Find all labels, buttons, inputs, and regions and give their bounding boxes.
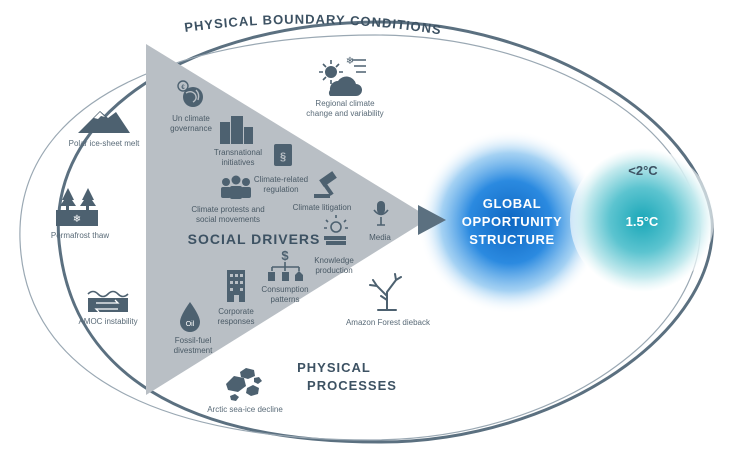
oil-drop-icon: Oil bbox=[180, 302, 200, 332]
physical-processes-title-line2: PROCESSES bbox=[307, 378, 397, 393]
consumption-label-2: patterns bbox=[271, 295, 300, 304]
svg-text:€: € bbox=[181, 85, 185, 91]
crowd-icon bbox=[221, 175, 251, 199]
regional-climate-label-1: Regional climate bbox=[315, 99, 375, 108]
amazon-label: Amazon Forest dieback bbox=[346, 318, 431, 327]
protests-label-1: Climate protests and bbox=[191, 205, 264, 214]
global-structure-line1: GLOBAL bbox=[483, 196, 541, 211]
arrow-head bbox=[418, 205, 446, 235]
temperature-target-circle bbox=[570, 148, 714, 292]
gavel-icon bbox=[314, 171, 337, 198]
ocean-current-icon bbox=[87, 290, 129, 313]
permafrost-label: Permafrost thaw bbox=[51, 231, 109, 240]
microphone-icon bbox=[373, 201, 389, 226]
mountain-icon bbox=[78, 111, 130, 133]
target-1-5: 1.5°C bbox=[626, 214, 659, 229]
knowledge-label-1: Knowledge bbox=[314, 256, 354, 265]
protests-label-2: social movements bbox=[196, 215, 260, 224]
corporate-label-2: responses bbox=[218, 317, 255, 326]
svg-text:Oil: Oil bbox=[186, 321, 195, 328]
transnational-label-1: Transnational bbox=[214, 148, 262, 157]
social-drivers-triangle bbox=[146, 44, 430, 395]
media-label: Media bbox=[369, 233, 391, 242]
litigation-label: Climate litigation bbox=[293, 203, 352, 212]
consumption-label-1: Consumption bbox=[261, 285, 308, 294]
buildings-icon bbox=[220, 116, 253, 144]
un-climate-label-1: Un climate bbox=[172, 114, 210, 123]
sea-ice-icon bbox=[226, 368, 262, 401]
permafrost-icon: ❄ bbox=[56, 188, 98, 226]
knowledge-label-2: production bbox=[315, 266, 352, 275]
weather-icon: ❄ bbox=[319, 56, 366, 96]
transnational-label-2: initiatives bbox=[222, 158, 255, 167]
dead-tree-icon bbox=[369, 273, 402, 311]
document-icon: § bbox=[274, 144, 292, 166]
physical-processes-title-line1: PHYSICAL bbox=[297, 360, 371, 375]
svg-text:§: § bbox=[280, 151, 286, 163]
global-structure-line3: STRUCTURE bbox=[469, 232, 555, 247]
divestment-label-2: divestment bbox=[174, 346, 213, 355]
corporate-label-1: Corporate bbox=[218, 307, 254, 316]
regulation-label-1: Climate-related bbox=[254, 175, 308, 184]
svg-text:$: $ bbox=[281, 248, 289, 263]
global-structure-line2: OPPORTUNITY bbox=[462, 214, 563, 229]
lightbulb-books-icon bbox=[324, 215, 348, 245]
globe-icon: € bbox=[177, 80, 203, 107]
svg-text:❄: ❄ bbox=[346, 56, 354, 67]
boundary-title: PHYSICAL BOUNDARY CONDITIONS bbox=[183, 12, 442, 38]
regional-climate-label-2: change and variability bbox=[306, 109, 383, 118]
office-building-icon bbox=[227, 270, 245, 302]
global-opportunity-glow bbox=[418, 130, 602, 314]
arctic-label: Arctic sea-ice decline bbox=[207, 405, 283, 414]
amoc-label: AMOC instability bbox=[78, 317, 137, 326]
regulation-label-2: regulation bbox=[263, 185, 298, 194]
target-lt2: <2°C bbox=[628, 163, 658, 178]
un-climate-label-2: governance bbox=[170, 124, 212, 133]
divestment-label-1: Fossil-fuel bbox=[175, 336, 212, 345]
social-drivers-title: SOCIAL DRIVERS bbox=[188, 231, 321, 247]
polar-ice-label: Polar ice-sheet melt bbox=[69, 139, 140, 148]
svg-text:❄: ❄ bbox=[73, 214, 81, 225]
dollar-tree-icon: $ bbox=[268, 248, 303, 281]
